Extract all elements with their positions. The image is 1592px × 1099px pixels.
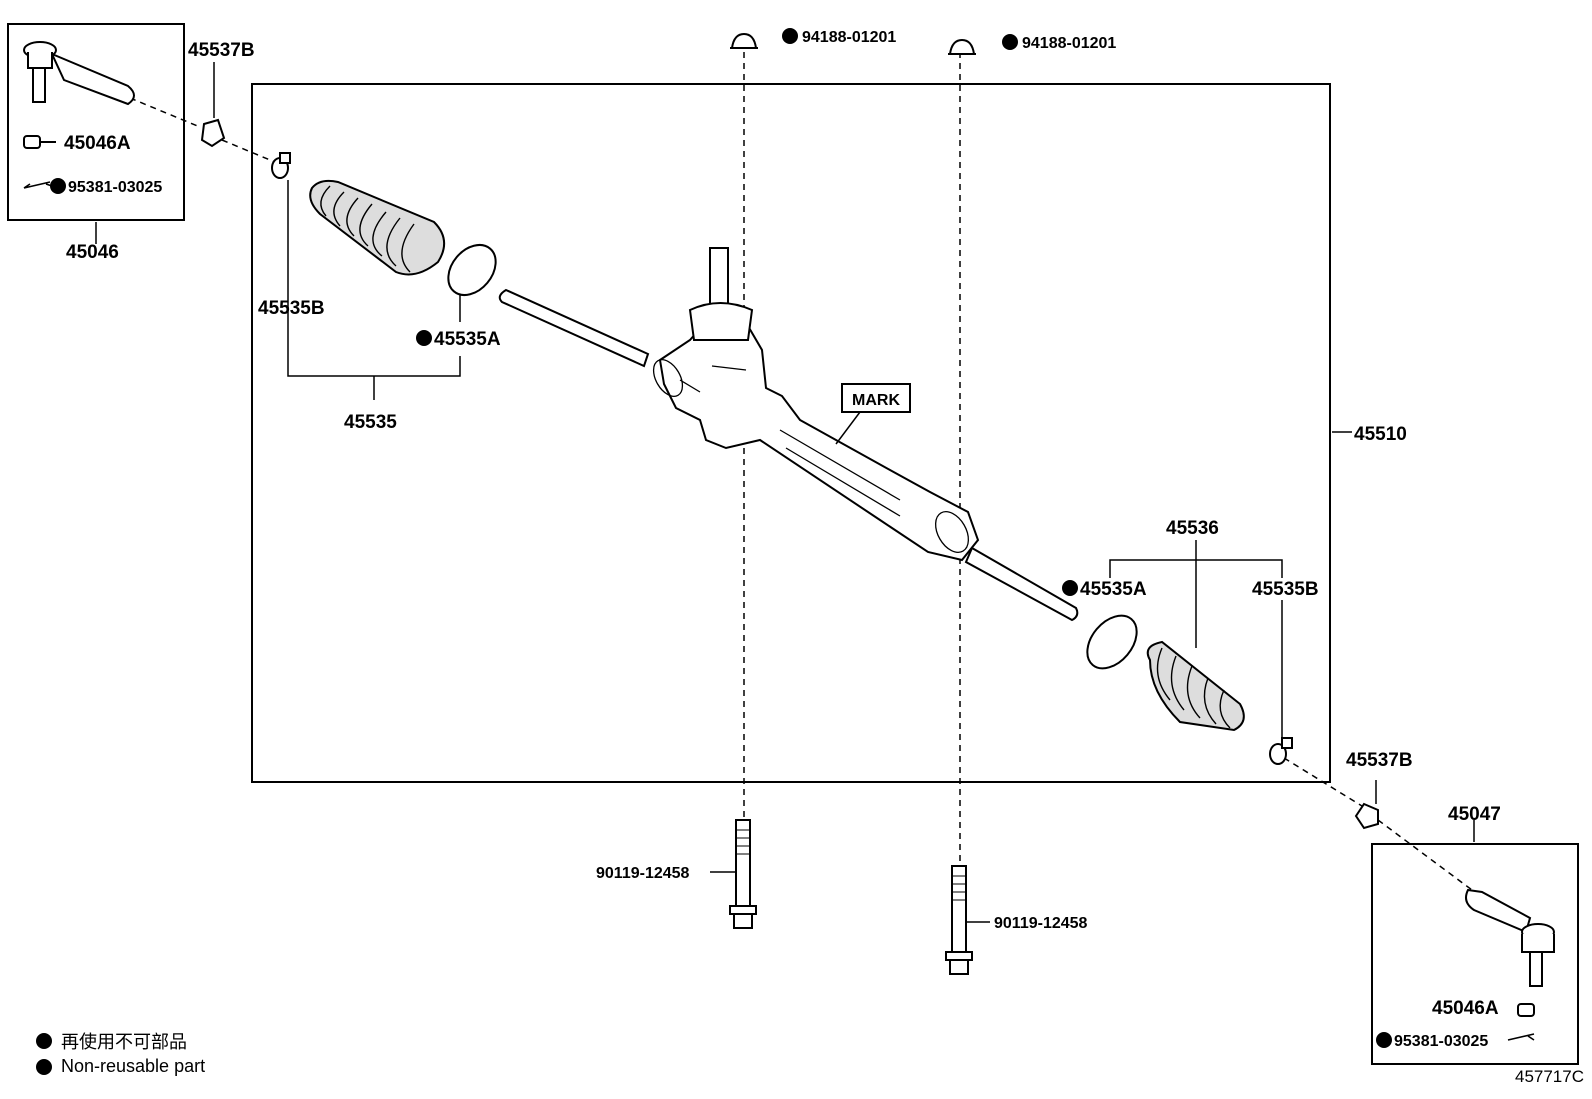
clamp-45535b-left	[271, 152, 291, 179]
steering-rack-frame	[251, 83, 1331, 783]
bolt-threads	[736, 829, 966, 901]
clamp-45537b-left	[200, 118, 226, 148]
label-45046a-right: 45046A	[1432, 998, 1499, 1019]
mark-callout-box	[841, 383, 911, 413]
legend-line-en: Non-reusable part	[36, 1056, 205, 1077]
bolt-left	[729, 819, 757, 929]
cotter-pin-left	[23, 181, 53, 189]
label-95381-left: 95381-03025	[68, 179, 162, 196]
label-45046: 45046	[66, 242, 119, 263]
boot-pleats-right	[1156, 647, 1231, 729]
clamp-45535a-right	[1086, 614, 1138, 670]
nonreusable-dot-95381-left	[50, 178, 66, 194]
label-90119-left: 90119-12458	[596, 865, 690, 882]
figure-code: 457717C	[1514, 1067, 1584, 1086]
nonreusable-dot-45535a-left	[416, 330, 432, 346]
clamp-45535a-left	[447, 243, 497, 297]
tie-rod-end-left-frame	[7, 23, 185, 221]
rack-left-tie-rod	[498, 288, 650, 368]
tie-rod-end-right-frame	[1371, 843, 1579, 1065]
label-94188-left: 94188-01201	[802, 29, 896, 46]
label-45535a-right: 45535A	[1080, 579, 1147, 600]
mark-callout-leader	[835, 411, 861, 445]
legend-text-jp: 再使用不可部品	[61, 1032, 187, 1052]
cap-nut-right	[948, 38, 976, 55]
boot-45536-right	[1146, 640, 1245, 732]
label-45047: 45047	[1448, 804, 1501, 825]
bolt-right	[945, 865, 973, 975]
label-45537b-right: 45537B	[1346, 750, 1413, 771]
label-45537b-left: 45537B	[188, 40, 255, 61]
cap-nut-left	[730, 32, 758, 49]
legend-text-en: Non-reusable part	[61, 1056, 206, 1076]
rack-pinion-shaft	[688, 247, 754, 341]
clamp-45537b-right	[1354, 802, 1379, 830]
dashed-leaders	[129, 52, 1473, 891]
legend-dot-icon	[36, 1058, 52, 1075]
label-95381-right: 95381-03025	[1394, 1033, 1488, 1050]
rack-housing	[658, 322, 980, 562]
label-94188-right: 94188-01201	[1022, 35, 1116, 52]
boot-45535-left	[309, 179, 445, 276]
nut-45046a-left	[23, 135, 56, 149]
clamp-45535b-right	[1269, 737, 1293, 765]
nut-45046a-right	[1517, 1003, 1535, 1017]
label-45046a-left: 45046A	[64, 133, 131, 154]
label-45535a-left: 45535A	[434, 329, 501, 350]
rack-details	[652, 359, 970, 553]
boot-pleats-left	[320, 185, 415, 273]
label-45510: 45510	[1354, 424, 1407, 445]
label-45535b-right: 45535B	[1252, 579, 1319, 600]
nonreusable-dot-94188-right	[1002, 34, 1018, 50]
label-45536: 45536	[1166, 518, 1219, 539]
label-leaders	[95, 62, 1475, 923]
legend-dot-icon	[36, 1033, 52, 1049]
label-45535: 45535	[344, 412, 397, 433]
nonreusable-dot-94188-left	[782, 28, 798, 44]
rack-right-tie-rod	[964, 546, 1079, 622]
nonreusable-dot-45535a-right	[1062, 580, 1078, 596]
label-45535b-left: 45535B	[258, 298, 325, 319]
tie-rod-end-left	[23, 41, 135, 106]
nonreusable-dot-95381-right	[1376, 1032, 1392, 1048]
legend-line-jp: 再使用不可部品	[36, 1028, 187, 1054]
label-90119-right: 90119-12458	[994, 915, 1088, 932]
tie-rod-end-right	[1465, 888, 1555, 987]
cotter-pin-right	[1507, 1033, 1535, 1041]
mark-label: MARK	[852, 392, 900, 409]
